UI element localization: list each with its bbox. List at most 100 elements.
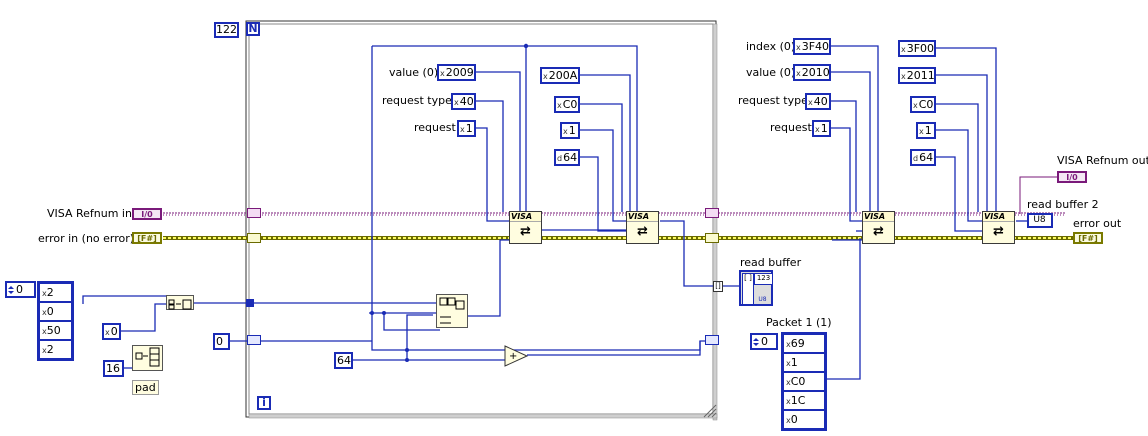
rb2-index-constant[interactable]: x3F00	[898, 40, 936, 57]
packet-label: Packet 1 (1)	[766, 316, 832, 329]
rb1-length-constant[interactable]: d64	[554, 149, 580, 166]
left-array-cell[interactable]: x2	[39, 283, 72, 302]
packet-cell[interactable]: x69	[783, 334, 825, 353]
left-array-cell[interactable]: x50	[39, 321, 72, 340]
error-in-terminal[interactable]: [F#]	[132, 232, 162, 244]
pad-count-constant[interactable]: 16	[103, 360, 124, 377]
counter-shift-register-right[interactable]	[705, 335, 719, 345]
add-node[interactable]: +	[504, 345, 529, 367]
visa-usb-control-out-2[interactable]: VISA ⇄	[862, 211, 895, 244]
array-tunnel[interactable]	[246, 299, 254, 307]
hex-prefix: x	[557, 101, 562, 110]
rb1-request-constant[interactable]: x1	[560, 122, 580, 139]
visa-refnum-out-label: VISA Refnum out	[1057, 154, 1148, 167]
constant-64[interactable]: 64	[334, 352, 353, 369]
packet-cell-value: 0	[790, 413, 798, 426]
packet-cell[interactable]: xC0	[783, 372, 825, 391]
error-shift-register-right[interactable]	[705, 233, 719, 243]
hex-prefix: x	[42, 308, 47, 317]
wb1-value-label: value (0)	[389, 66, 439, 79]
build-array-node[interactable]	[166, 295, 194, 310]
replace-array-subset-node[interactable]	[436, 294, 468, 328]
hex-prefix: x	[786, 378, 791, 387]
wb2-index-constant[interactable]: x3F40	[793, 38, 831, 55]
hex-prefix: x	[786, 397, 791, 406]
pad-element-constant[interactable]: x0	[102, 323, 121, 340]
rb1-value-constant[interactable]: x200A	[540, 67, 580, 84]
error-shift-register-left[interactable]	[247, 233, 261, 243]
left-array-cell-value: 50	[46, 324, 61, 337]
hex-prefix: x	[901, 45, 906, 54]
svg-text:+: +	[509, 351, 517, 362]
wb1-request-type-text: 40	[459, 95, 474, 108]
rb1-request-type-constant[interactable]: xC0	[554, 96, 580, 113]
wb1-request-constant[interactable]: x1	[457, 120, 476, 137]
rb2-length-constant[interactable]: d64	[910, 149, 936, 166]
packet-cell-value: 69	[790, 337, 805, 350]
shift-init-constant[interactable]: 0	[213, 333, 230, 350]
visa-refnum-in-terminal[interactable]: I/0	[132, 208, 162, 220]
wb2-value-constant[interactable]: x2010	[793, 64, 831, 81]
visa-node-label: VISA	[983, 212, 1014, 222]
hex-prefix: x	[901, 72, 906, 81]
rb2-index-text: 3F00	[906, 42, 935, 55]
wb2-request-type-constant[interactable]: x40	[805, 93, 831, 110]
error-out-terminal[interactable]: [F#]	[1073, 232, 1103, 244]
indexing-tunnel[interactable]: []	[713, 281, 723, 292]
packet-cell[interactable]: x0	[783, 410, 825, 429]
packet-cell-value: 1C	[790, 394, 806, 407]
pad-label: pad	[132, 380, 159, 395]
visa-node-label: VISA	[863, 212, 894, 222]
read-buffer-2-indicator[interactable]: U8	[1027, 213, 1053, 228]
left-array-cell[interactable]: x0	[39, 302, 72, 321]
packet-index[interactable]: 0	[750, 333, 778, 350]
loop-count-constant[interactable]: 122	[214, 22, 239, 38]
refnum-shift-register-left[interactable]	[247, 208, 261, 218]
packet-cell-value: 1	[790, 356, 798, 369]
hex-prefix: x	[796, 43, 801, 52]
initialize-array-node[interactable]	[132, 345, 163, 371]
packet-cell[interactable]: x1	[783, 353, 825, 372]
hex-prefix: x	[563, 127, 568, 136]
visa-usb-control-in-2[interactable]: VISA⇄	[982, 211, 1015, 244]
wb2-request-type-text: 40	[813, 95, 828, 108]
wire-junctions	[370, 43, 529, 362]
hex-prefix: x	[454, 98, 459, 107]
packet-cell[interactable]: x1C	[783, 391, 825, 410]
wb1-value-constant[interactable]: x2009	[437, 64, 476, 81]
left-array-cell[interactable]: x2	[39, 340, 72, 359]
counter-shift-register-left[interactable]	[247, 335, 261, 345]
packet-cell-value: C0	[790, 375, 806, 388]
rb1-request-type-text: C0	[562, 98, 578, 111]
initialize-array-icon	[135, 347, 160, 367]
error-in-label: error in (no error)	[38, 232, 135, 245]
wb1-request-text: 1	[465, 122, 473, 135]
wb2-request-constant[interactable]: x1	[812, 120, 831, 137]
wb1-value-text: 2009	[445, 66, 474, 79]
visa-refnum-in-label: VISA Refnum in	[47, 207, 132, 220]
rb2-request-type-constant[interactable]: xC0	[910, 96, 936, 113]
left-array-index[interactable]: 0	[5, 281, 36, 298]
wb1-request-type-constant[interactable]: x40	[451, 93, 476, 110]
hex-prefix: x	[786, 359, 791, 368]
read-buffer-indicator[interactable]: [ ] 123 U8	[739, 270, 773, 306]
visa-usb-control-in-1[interactable]: VISA⇄	[626, 211, 659, 244]
rb2-value-constant[interactable]: x2011	[898, 67, 936, 84]
data-wires[interactable]	[82, 45, 1027, 380]
visa-refnum-wire[interactable]	[163, 176, 1065, 216]
rb2-request-constant[interactable]: x1	[916, 122, 936, 139]
hex-prefix: x	[786, 340, 791, 349]
rb1-request-text: 1	[568, 124, 576, 137]
visa-node-label: VISA	[510, 212, 541, 222]
hex-prefix: x	[786, 416, 791, 425]
refnum-shift-register-right[interactable]	[705, 208, 719, 218]
visa-refnum-out-terminal[interactable]: I/0	[1057, 171, 1087, 183]
wb2-request-label: request	[770, 121, 812, 134]
dec-prefix: d	[913, 154, 919, 163]
usb-arrow-icon: ⇄	[873, 224, 884, 239]
rb2-request-type-text: C0	[918, 98, 934, 111]
visa-usb-control-out-1[interactable]: VISA⇄	[509, 211, 542, 244]
